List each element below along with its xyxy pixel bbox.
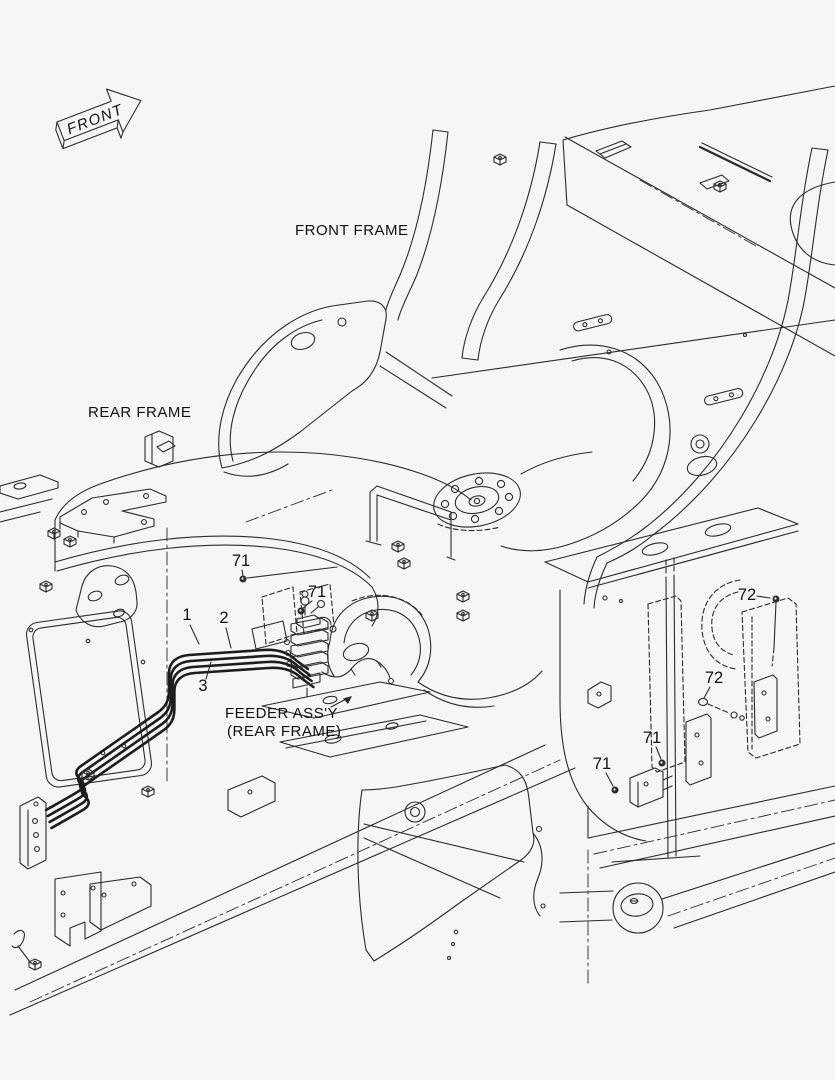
label-feeder-line1: FEEDER ASS'Y	[225, 705, 338, 722]
callout-number: 3	[198, 677, 207, 695]
label-feeder-line2: (REAR FRAME)	[227, 723, 341, 740]
front-direction-arrow: FRONT	[55, 88, 142, 150]
callout-number: 1	[182, 606, 191, 624]
callout-3: 3	[198, 661, 212, 695]
callout-71-c: 71	[643, 729, 666, 767]
rear-frame-side-panel	[25, 527, 168, 788]
callout-2: 2	[219, 609, 232, 649]
callout-1: 1	[182, 606, 200, 645]
callout-71-a: 71	[232, 552, 250, 583]
front-frame-linework	[379, 85, 835, 609]
callout-72-b: 72	[697, 669, 723, 707]
callout-number: 72	[738, 586, 756, 604]
right-lower-frame	[559, 557, 835, 986]
arch-duct	[327, 594, 543, 708]
articulation-flange	[365, 472, 521, 561]
front-frame-fender	[500, 313, 799, 589]
feeder-valve-assembly	[283, 590, 395, 698]
callout-number: 2	[219, 609, 228, 627]
callout-number: 71	[643, 729, 661, 747]
callout-number: 71	[308, 583, 326, 601]
front-arrow-label: FRONT	[65, 101, 127, 138]
label-front-frame: FRONT FRAME	[295, 222, 409, 239]
hose-bundle	[19, 648, 315, 870]
callout-number: 71	[232, 552, 250, 570]
bottom-gusset-plate	[357, 764, 546, 962]
label-rear-frame: REAR FRAME	[88, 404, 191, 421]
callout-number: 72	[705, 669, 723, 687]
lower-rails	[9, 744, 576, 1016]
callout-72-a: 72	[738, 586, 780, 604]
callout-number: 71	[593, 755, 611, 773]
callout-71-d: 71	[593, 755, 619, 794]
console-bracket	[218, 300, 387, 477]
callout-71-b: 71	[297, 583, 326, 615]
rear-frame-deck	[0, 430, 593, 627]
hidden-feeder-brackets	[587, 579, 801, 808]
valve-mounting-brackets	[246, 566, 469, 758]
label-feeder-assy: FEEDER ASS'Y (REAR FRAME)	[225, 696, 352, 740]
